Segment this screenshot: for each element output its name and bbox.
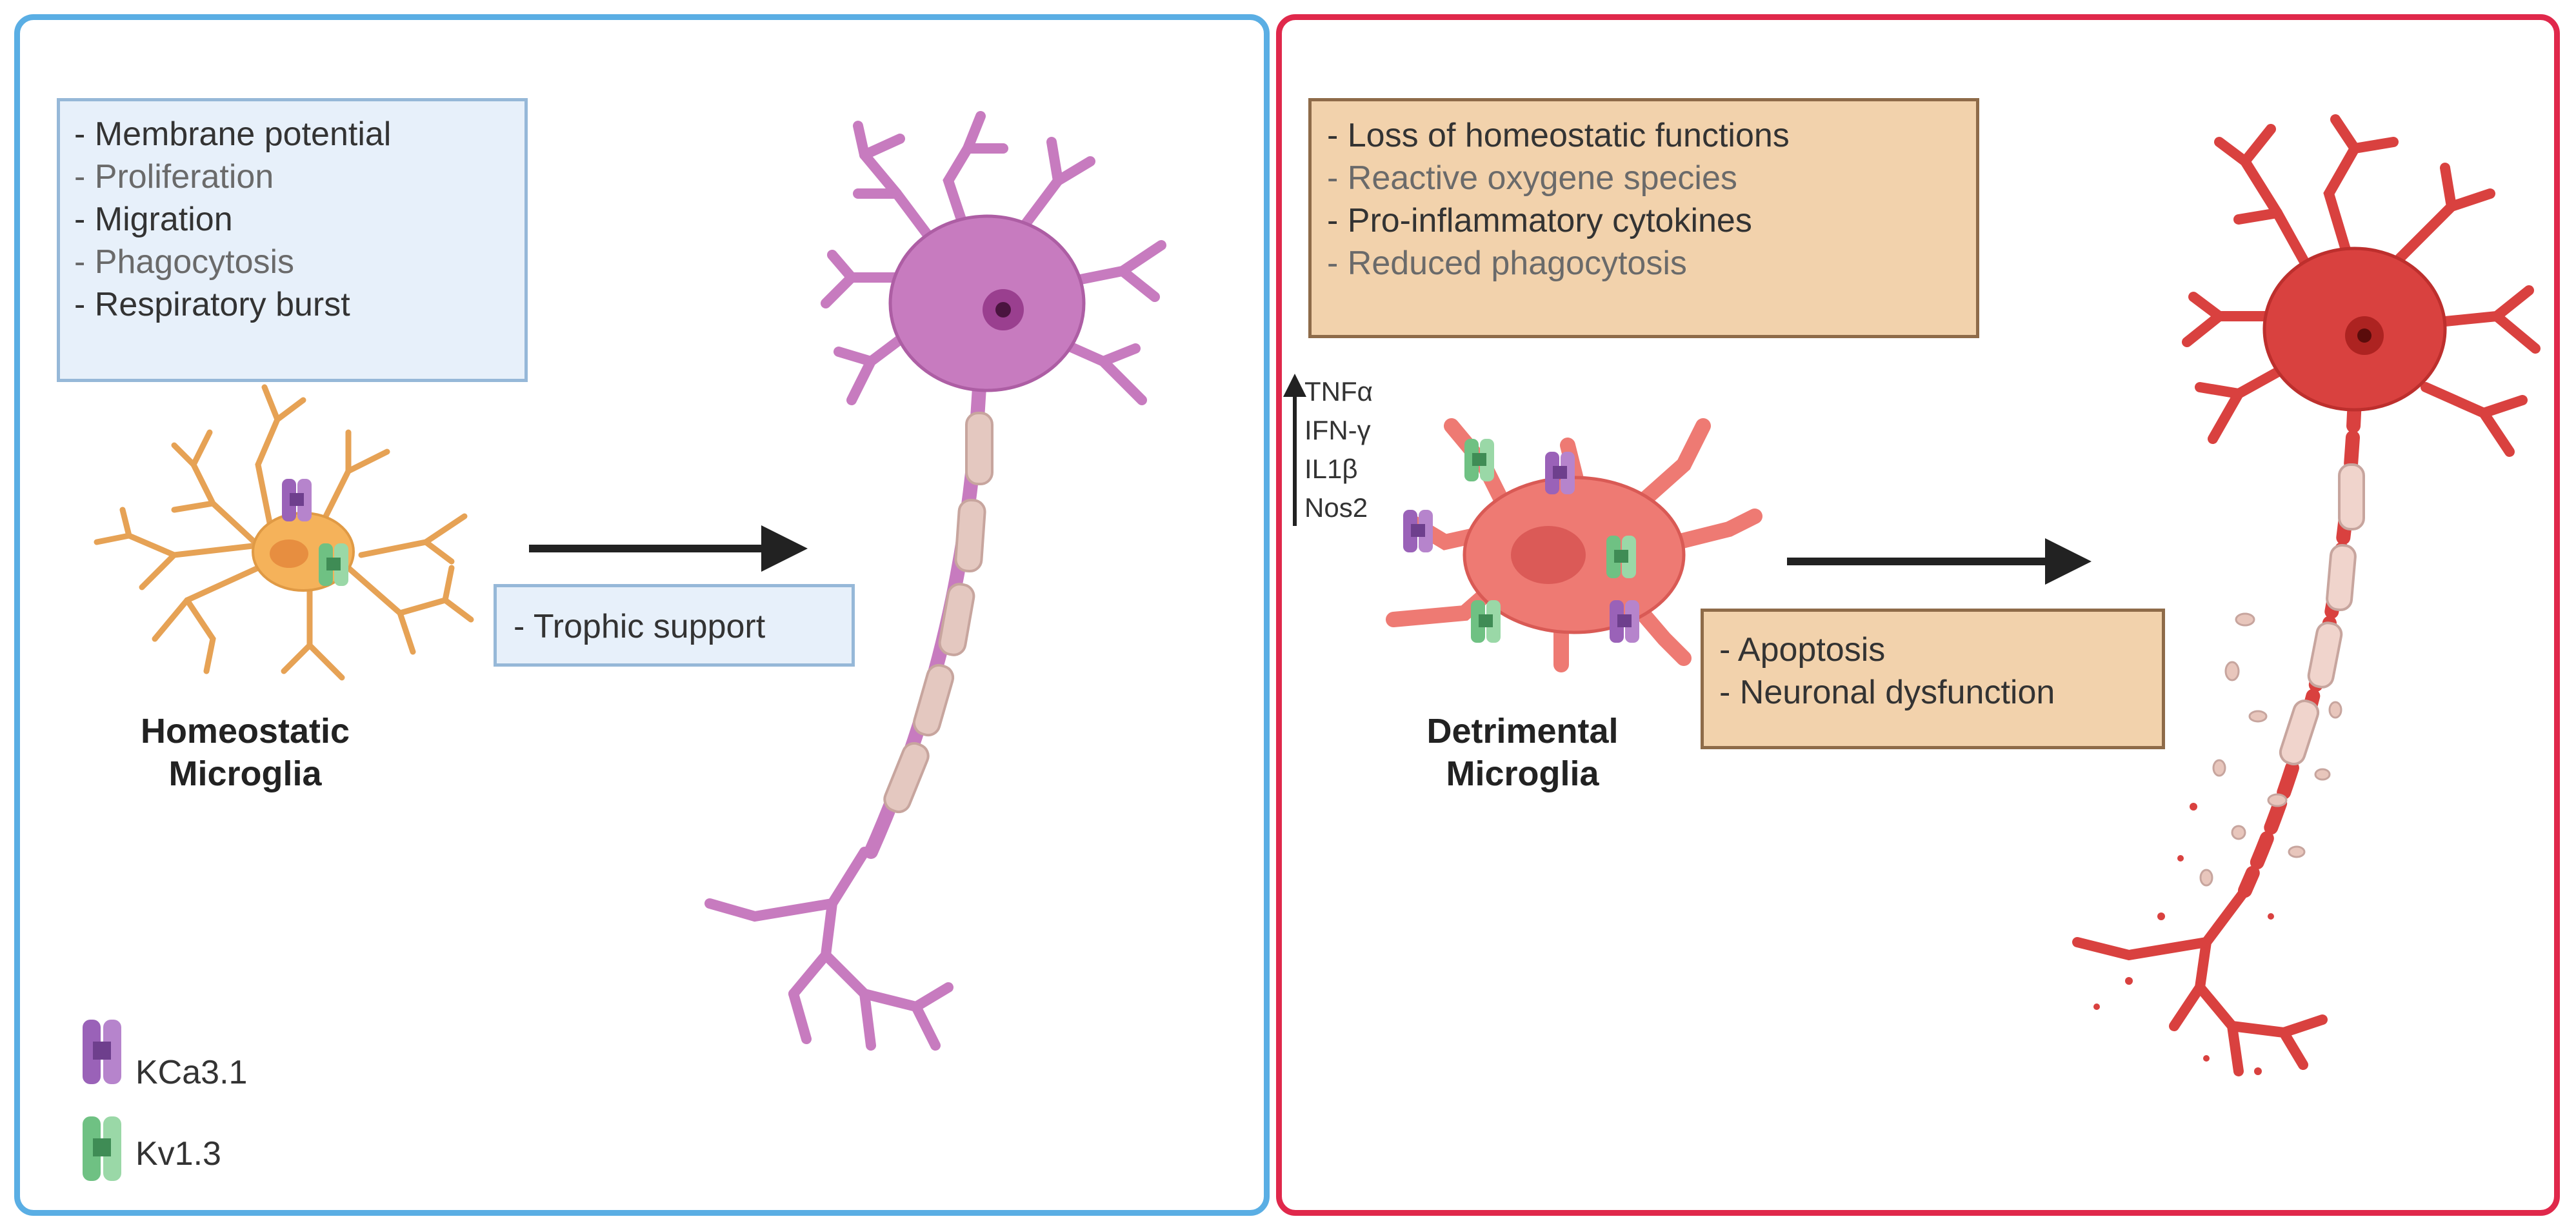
marker-ifng: IFN-γ (1304, 415, 1371, 445)
outcome-item: - Apoptosis (1719, 631, 1886, 669)
healthy-neuron-icon (704, 111, 1166, 1051)
function-item: - Migration (74, 201, 233, 238)
function-item: - Respiratory burst (74, 286, 350, 323)
effect-item: - Loss of homeostatic functions (1327, 117, 1790, 154)
outcomes-box: - Apoptosis - Neuronal dysfunction (1701, 609, 2165, 749)
detrimental-caption: Detrimental Microglia (1426, 712, 1619, 793)
homeostatic-nucleus (270, 539, 308, 568)
homeostatic-panel (14, 14, 1270, 1216)
effect-item: - Reduced phagocytosis (1327, 245, 1687, 282)
homeostatic-functions-box: - Membrane potential - Proliferation - M… (57, 98, 528, 382)
trophic-support-label: - Trophic support (514, 608, 766, 645)
homeostatic-caption: Homeostatic Microglia (140, 712, 350, 793)
detrimental-effects-box: - Loss of homeostatic functions - Reacti… (1308, 98, 1979, 338)
kv13-channel-icon (319, 543, 348, 586)
function-item: - Membrane potential (74, 116, 392, 153)
damaged-neuron-icon (2072, 114, 2541, 1076)
kv13-legend-icon (83, 1116, 121, 1181)
trophic-support-box: - Trophic support (494, 584, 855, 667)
effect-item: - Reactive oxygene species (1327, 159, 1737, 197)
legend-kv13-label: Kv1.3 (135, 1135, 221, 1173)
kca31-legend-icon (83, 1020, 121, 1084)
effect-item: - Pro-inflammatory cytokines (1327, 202, 1752, 239)
function-item: - Proliferation (74, 158, 274, 196)
marker-tnfa: TNFα (1304, 376, 1373, 407)
detrimental-microglia-icon (1386, 418, 1762, 672)
function-item: - Phagocytosis (74, 243, 295, 281)
legend-kca31-label: KCa3.1 (135, 1054, 248, 1091)
outcome-item: - Neuronal dysfunction (1719, 674, 2055, 711)
kca31-channel-icon (282, 479, 312, 521)
marker-il1b: IL1β (1304, 454, 1358, 484)
marker-nos2: Nos2 (1304, 492, 1368, 523)
detrimental-panel (1276, 14, 2560, 1216)
homeostatic-microglia-icon (94, 384, 474, 681)
